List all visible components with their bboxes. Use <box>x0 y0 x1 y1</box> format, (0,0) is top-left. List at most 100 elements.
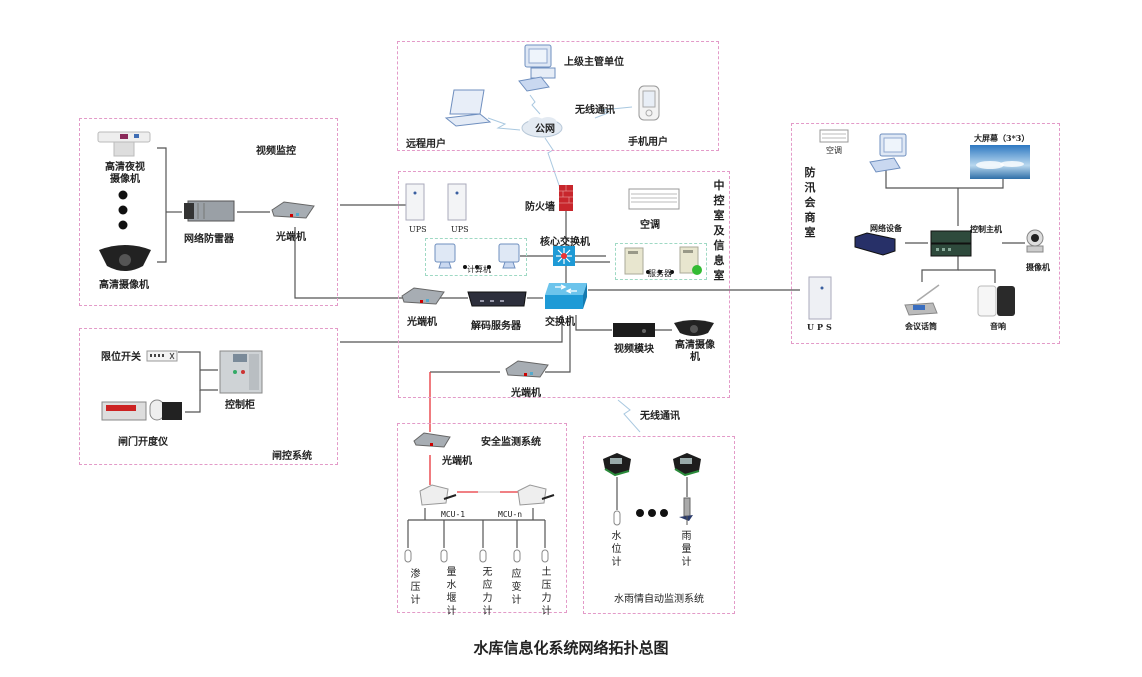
remote-user-label: 远程用户 <box>406 139 446 150</box>
firewall-label: 防火墙 <box>525 202 555 213</box>
hd-camera-label: 高清摄像机 <box>99 280 149 291</box>
sensor-label: 量水堰计 <box>446 567 457 617</box>
sensor-icon <box>440 548 448 567</box>
ac-label: 空调 <box>640 220 660 231</box>
diagram-title: 水库信息化系统网络拓扑总图 <box>473 639 669 657</box>
control-room-zone <box>398 171 730 398</box>
computer-icon-2 <box>497 242 523 274</box>
big-screen-icon <box>970 145 1030 183</box>
air-conditioner-icon <box>819 128 849 147</box>
big-screen-label: 大屏幕（3*3） <box>974 133 1030 143</box>
server-icon-1 <box>624 247 644 279</box>
decoder-label: 解码服务器 <box>471 321 521 332</box>
ellipsis-icon <box>462 255 492 274</box>
rtu-icon-2 <box>671 451 703 481</box>
control-optical-label-2: 光端机 <box>511 388 541 399</box>
limit-switch-icon <box>146 347 178 366</box>
sensor-icon <box>479 548 487 567</box>
mcu-1-label: MCU-1 <box>441 510 466 519</box>
switch-label: 交换机 <box>545 317 575 328</box>
control-room-title: 中控室及信息室 <box>713 179 725 282</box>
sensor-icon <box>541 548 549 567</box>
mobile-phone-icon <box>638 85 660 125</box>
ups-icon-1 <box>405 183 425 225</box>
switch-to-optical2 <box>545 315 571 373</box>
optical-transceiver-icon <box>400 286 446 314</box>
rain-gauge-label: 雨量计 <box>681 531 692 568</box>
network-device-icon <box>853 231 897 261</box>
desktop-computer-icon <box>868 132 914 180</box>
night-camera-label: 高清夜视摄像机 <box>105 162 145 185</box>
mcu-1-icon <box>418 483 458 513</box>
optical-to-optical <box>294 227 410 299</box>
speaker-icon <box>977 284 1019 322</box>
dome-camera-icon <box>97 244 153 278</box>
flood-camera-label: 摄像机 <box>1026 262 1050 272</box>
sensor-label: 渗压计 <box>410 569 421 606</box>
decoder-server-icon <box>466 288 528 314</box>
switch-icon <box>543 281 589 315</box>
server-icon-2 <box>679 246 703 280</box>
gate-meter-label: 闸门开度仪 <box>118 437 168 448</box>
superior-label: 上级主管单位 <box>564 57 624 68</box>
cloud-icon <box>520 114 564 142</box>
video-module-label: 视频模块 <box>614 344 654 355</box>
ups-label-2: UPS <box>451 225 469 234</box>
sensor-icon <box>404 548 412 567</box>
servers-group <box>615 243 707 280</box>
ptz-camera-icon <box>1023 228 1047 258</box>
optical-transceiver-icon <box>504 359 550 387</box>
ups-icon <box>808 276 832 324</box>
flood-ups-label: UPS <box>807 322 835 332</box>
limit-switch-label: 限位开关 <box>101 352 141 363</box>
gate-zone-title: 闸控系统 <box>272 451 312 462</box>
flood-ac-label: 空调 <box>826 146 842 155</box>
safety-optical-label: 光端机 <box>442 456 472 467</box>
mcu-n-label: MCU-n <box>498 510 523 519</box>
video-zone-title: 视频监控 <box>256 146 296 157</box>
conference-mic-icon <box>903 283 943 321</box>
computer-icon-1 <box>433 242 459 274</box>
firewall-icon <box>559 185 573 215</box>
servers-label: 服务器 <box>648 269 672 278</box>
speaker-label: 音响 <box>990 321 1006 331</box>
switch-to-gate <box>340 315 563 343</box>
water-level-label: 水位计 <box>611 531 622 568</box>
control-hd-camera-label: 高清摄像机 <box>675 340 715 363</box>
mobile-user-label: 手机用户 <box>628 137 668 148</box>
sensor-label: 应变计 <box>511 569 522 606</box>
control-optical-label-1: 光端机 <box>407 317 437 328</box>
ellipsis-icon <box>118 190 128 234</box>
control-cabinet-label: 控制柜 <box>225 400 255 411</box>
gate-meter-icon <box>100 398 186 432</box>
public-net-label: 公网 <box>535 124 555 135</box>
sensor-icon <box>513 548 521 567</box>
core-switch-label: 核心交换机 <box>540 237 590 248</box>
gate-control-zone <box>79 328 338 465</box>
public-network-zone <box>397 41 719 151</box>
water-level-sensor-icon <box>613 510 621 530</box>
surge-label: 网络防雷器 <box>184 234 234 245</box>
sensor-label: 土压力计 <box>541 567 552 617</box>
ups-icon-2 <box>447 183 467 225</box>
surge-protector-icon <box>182 197 238 229</box>
core-switch-icon <box>553 246 575 270</box>
computers-group <box>425 238 527 276</box>
dome-camera-icon <box>672 319 716 343</box>
mcu-n-icon <box>516 483 556 513</box>
computers-label: 计算机 <box>467 265 491 274</box>
video-monitoring-zone <box>79 118 338 306</box>
control-cabinet-icon <box>219 350 263 398</box>
ellipsis-icon <box>645 260 675 279</box>
control-host-icon <box>930 230 972 262</box>
optical-transceiver-icon <box>270 200 316 228</box>
laptop-icon <box>444 88 492 132</box>
ellipsis-icon <box>636 503 668 522</box>
hydro-wireless-label: 无线通讯 <box>640 411 680 422</box>
sensor-label: 无应力计 <box>482 567 493 617</box>
network-device-label: 网络设备 <box>870 223 902 233</box>
safety-monitoring-zone <box>397 423 567 613</box>
video-optical-label: 光端机 <box>276 232 306 243</box>
camera-bus <box>157 147 167 263</box>
